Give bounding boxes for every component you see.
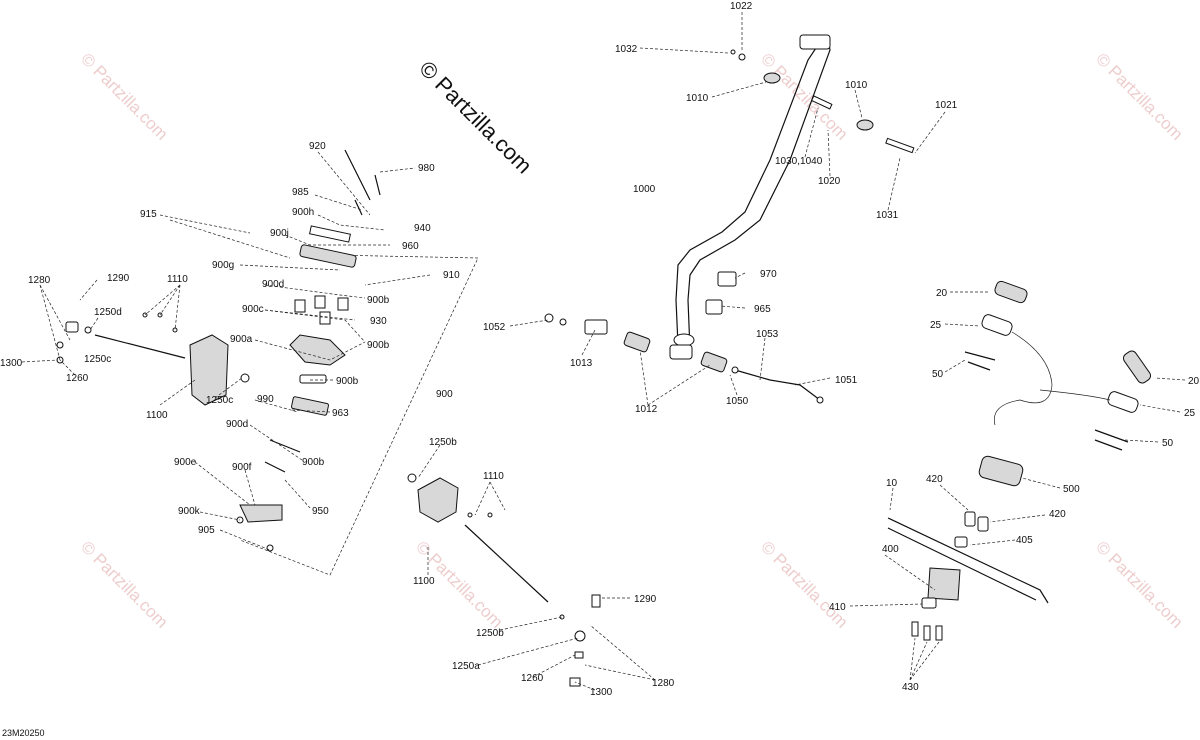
part-label: 1012 xyxy=(635,404,658,415)
grips-and-heater-wiring xyxy=(964,280,1152,487)
part-label: 900k xyxy=(178,506,201,517)
part-label: 20 xyxy=(1188,376,1200,387)
part-label: 1110 xyxy=(483,471,504,482)
part-label: 400 xyxy=(882,544,899,555)
part-label: 1100 xyxy=(146,410,168,421)
part-label: 1013 xyxy=(570,358,593,369)
part-label: 985 xyxy=(292,187,309,198)
part-label: 1010 xyxy=(686,93,709,104)
center-brake-assembly xyxy=(407,473,601,687)
part-label: 1300 xyxy=(0,358,23,369)
part-label: 900d xyxy=(226,419,248,430)
part-label: 25 xyxy=(930,320,942,331)
watermark: © Partzilla.com xyxy=(77,49,171,143)
part-label: 1250c xyxy=(84,354,111,365)
part-label: 1260 xyxy=(66,373,89,384)
part-label: 50 xyxy=(932,369,944,380)
part-label: 1050 xyxy=(726,396,749,407)
part-label: 900b xyxy=(367,295,390,306)
part-label: 1030,1040 xyxy=(775,156,823,167)
part-label: 930 xyxy=(370,316,387,327)
watermark: © Partzilla.com xyxy=(1092,537,1186,631)
part-label: 900c xyxy=(242,304,264,315)
part-label: 1250d xyxy=(94,307,122,318)
drawing-reference: 23M20250 xyxy=(2,728,45,738)
watermark: © Partzilla.com xyxy=(77,537,171,631)
part-label: 900j xyxy=(270,228,289,239)
part-label: 963 xyxy=(332,408,349,419)
part-label: 25 xyxy=(1184,408,1196,419)
part-label: 1052 xyxy=(483,322,506,333)
part-label: 900b xyxy=(336,376,359,387)
part-label: 1031 xyxy=(876,210,899,221)
part-label: 1053 xyxy=(756,329,779,340)
lower-right-bar xyxy=(887,511,1049,641)
part-label: 1110 xyxy=(167,274,188,285)
watermark: © Partzilla.com xyxy=(757,537,851,631)
part-label: 1250b xyxy=(476,628,504,639)
part-label: 900d xyxy=(262,279,284,290)
part-label: 50 xyxy=(1162,438,1174,449)
part-label: 1250b xyxy=(429,437,457,448)
left-assembly xyxy=(56,149,479,576)
part-label: 900e xyxy=(174,457,197,468)
part-label: 980 xyxy=(418,163,435,174)
part-label: 1290 xyxy=(634,594,657,605)
part-labels: 1022 1032 1010 1010 1021 1030,1040 1020 … xyxy=(0,1,1200,698)
part-label: 900b xyxy=(367,340,390,351)
watermark: © Partzilla.com xyxy=(757,49,851,143)
part-label: 430 xyxy=(902,682,919,693)
leader-lines xyxy=(21,12,1186,691)
part-label: 1022 xyxy=(730,1,753,12)
part-label: 420 xyxy=(1049,509,1066,520)
part-label: 900a xyxy=(230,334,253,345)
part-label: 900 xyxy=(436,389,453,400)
part-label: 20 xyxy=(936,288,948,299)
steering-column xyxy=(544,34,915,404)
partzilla-logo: © Partzilla.com xyxy=(414,56,537,179)
part-label: 10 xyxy=(886,478,898,489)
part-label: 915 xyxy=(140,209,157,220)
part-label: 1280 xyxy=(652,678,675,689)
part-label: 950 xyxy=(312,506,329,517)
watermark: © Partzilla.com xyxy=(1092,49,1186,143)
part-label: 905 xyxy=(198,525,215,536)
part-label: 900f xyxy=(232,462,252,473)
part-label: 410 xyxy=(829,602,846,613)
part-label: 420 xyxy=(926,474,943,485)
part-label: 1100 xyxy=(413,576,435,587)
part-label: 1300 xyxy=(590,687,613,698)
part-label: 970 xyxy=(760,269,777,280)
part-label: 500 xyxy=(1063,484,1080,495)
part-label: 1290 xyxy=(107,273,130,284)
part-label: 1051 xyxy=(835,375,858,386)
part-label: 1250c xyxy=(206,395,233,406)
part-label: 990 xyxy=(257,394,274,405)
part-label: 1260 xyxy=(521,673,544,684)
part-label: 960 xyxy=(402,241,419,252)
part-label: 920 xyxy=(309,141,326,152)
part-label: 965 xyxy=(754,304,771,315)
part-label: 1280 xyxy=(28,275,51,286)
part-label: 1250a xyxy=(452,661,480,672)
part-label: 1032 xyxy=(615,44,638,55)
part-label: 405 xyxy=(1016,535,1033,546)
part-label: 900h xyxy=(292,207,314,218)
part-label: 1020 xyxy=(818,176,841,187)
part-label: 900b xyxy=(302,457,325,468)
part-label: 1010 xyxy=(845,80,868,91)
part-label: 940 xyxy=(414,223,431,234)
part-label: 900g xyxy=(212,260,234,271)
part-label: 1021 xyxy=(935,100,958,111)
part-label: 1000 xyxy=(633,184,656,195)
part-label: 910 xyxy=(443,270,460,281)
